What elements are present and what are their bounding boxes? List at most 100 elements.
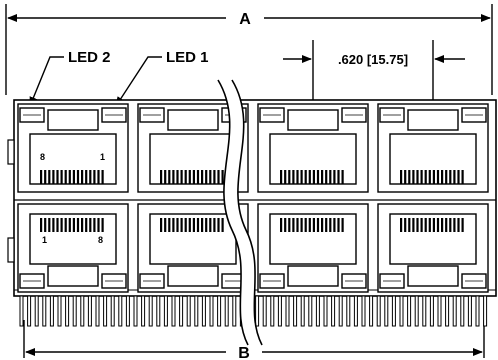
- pin: [57, 295, 62, 327]
- contact-comb: [40, 170, 104, 184]
- pin: [232, 295, 237, 327]
- pin: [376, 295, 381, 327]
- contact-comb: [160, 218, 224, 232]
- pin: [156, 295, 161, 327]
- pin: [194, 295, 199, 327]
- pin: [414, 295, 419, 327]
- latch-tab: [407, 265, 459, 287]
- latch-tab: [287, 109, 339, 131]
- contact-comb: [280, 170, 344, 184]
- port-1-1: [17, 103, 129, 193]
- pin: [270, 295, 275, 327]
- pin-label-top-right: 1: [100, 152, 105, 162]
- contact-comb: [280, 218, 344, 232]
- break-line-left: [217, 79, 249, 346]
- pitch-dimension: [283, 40, 465, 100]
- pin: [224, 295, 229, 327]
- contact-comb: [400, 170, 464, 184]
- latch-tab: [167, 265, 219, 287]
- port-2-3: [257, 203, 369, 293]
- dimension-a: [5, 4, 493, 95]
- pin: [255, 295, 260, 327]
- pin-label-bottom-right: 8: [98, 235, 103, 245]
- pin: [95, 295, 100, 327]
- pin: [148, 295, 153, 327]
- pin: [460, 295, 465, 327]
- port-1-3: [257, 103, 369, 193]
- port-2-4: [377, 203, 489, 293]
- pin: [315, 295, 320, 327]
- pin: [467, 295, 472, 327]
- led2-leader: [29, 56, 64, 107]
- contact-comb: [400, 218, 464, 232]
- pin: [262, 295, 267, 327]
- pin: [437, 295, 442, 327]
- pin: [346, 295, 351, 327]
- led1-leader: [115, 56, 162, 107]
- latch-tab: [47, 109, 99, 131]
- port-1-4: [377, 103, 489, 193]
- port-2-1: [17, 203, 129, 293]
- pin: [125, 295, 130, 327]
- pin: [65, 295, 70, 327]
- pin: [49, 295, 54, 327]
- pin: [133, 295, 138, 327]
- pin: [331, 295, 336, 327]
- pin: [42, 295, 47, 327]
- pin: [285, 295, 290, 327]
- jack-opening: [269, 213, 357, 265]
- pin: [308, 295, 313, 327]
- pin: [201, 295, 206, 327]
- contact-comb: [160, 170, 224, 184]
- pin: [407, 295, 412, 327]
- pin: [384, 295, 389, 327]
- pin: [163, 295, 168, 327]
- pin: [34, 295, 39, 327]
- latch-tab: [407, 109, 459, 131]
- pin: [353, 295, 358, 327]
- break-line-right: [231, 79, 263, 346]
- pin: [186, 295, 191, 327]
- pin: [110, 295, 115, 327]
- pin: [475, 295, 480, 327]
- pin-label-top-left: 8: [40, 152, 45, 162]
- contact-comb: [40, 218, 104, 232]
- pin: [483, 295, 488, 327]
- dimension-a-label: A: [239, 11, 251, 28]
- pin: [27, 295, 32, 327]
- pin: [361, 295, 366, 327]
- pin: [277, 295, 282, 327]
- pitch-label: .620 [15.75]: [338, 52, 408, 67]
- pin: [19, 295, 24, 327]
- pin: [171, 295, 176, 327]
- pin: [369, 295, 374, 327]
- pin: [141, 295, 146, 327]
- latch-tab: [287, 265, 339, 287]
- pin: [118, 295, 123, 327]
- jack-opening: [389, 213, 477, 265]
- pin: [399, 295, 404, 327]
- pin: [391, 295, 396, 327]
- pin: [323, 295, 328, 327]
- pin: [422, 295, 427, 327]
- pin: [429, 295, 434, 327]
- pin: [80, 295, 85, 327]
- jack-opening: [29, 213, 117, 265]
- pin: [445, 295, 450, 327]
- pin: [72, 295, 77, 327]
- pin-label-bottom-left: 1: [42, 235, 47, 245]
- led1-label: LED 1: [166, 49, 209, 66]
- pin: [300, 295, 305, 327]
- led2-label: LED 2: [68, 49, 111, 66]
- pin: [179, 295, 184, 327]
- pin: [209, 295, 214, 327]
- pin: [217, 295, 222, 327]
- dimension-b-label: B: [238, 345, 250, 360]
- pin: [293, 295, 298, 327]
- pin: [87, 295, 92, 327]
- latch-tab: [167, 109, 219, 131]
- pin: [452, 295, 457, 327]
- pin: [103, 295, 108, 327]
- latch-tab: [47, 265, 99, 287]
